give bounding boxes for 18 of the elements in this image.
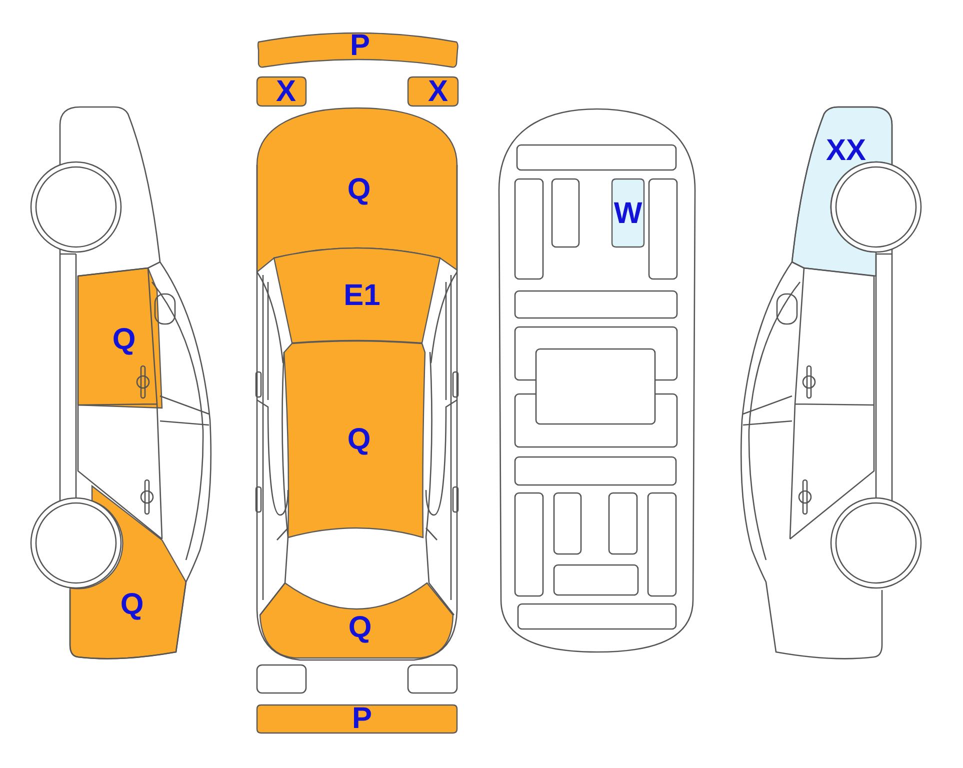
highlighted-panel	[69, 485, 187, 660]
highlighted-panel	[256, 704, 458, 734]
damage-code: XX	[826, 139, 866, 163]
highlighted-panel	[791, 106, 893, 277]
damage-code: P	[352, 707, 372, 731]
highlighted-panel	[283, 340, 426, 538]
damage-code: X	[276, 80, 296, 104]
highlighted-panel	[407, 76, 459, 107]
highlighted-panel	[611, 178, 645, 248]
highlighted-panel	[273, 247, 441, 344]
damage-code: X	[428, 80, 448, 104]
highlighted-panel	[259, 582, 454, 659]
highlighted-panel	[256, 76, 307, 107]
highlighted-panel	[77, 267, 163, 409]
damage-code: P	[350, 34, 370, 58]
highlighted-panel	[256, 32, 458, 68]
damage-code: E1	[344, 284, 380, 308]
damage-code: W	[614, 202, 642, 226]
